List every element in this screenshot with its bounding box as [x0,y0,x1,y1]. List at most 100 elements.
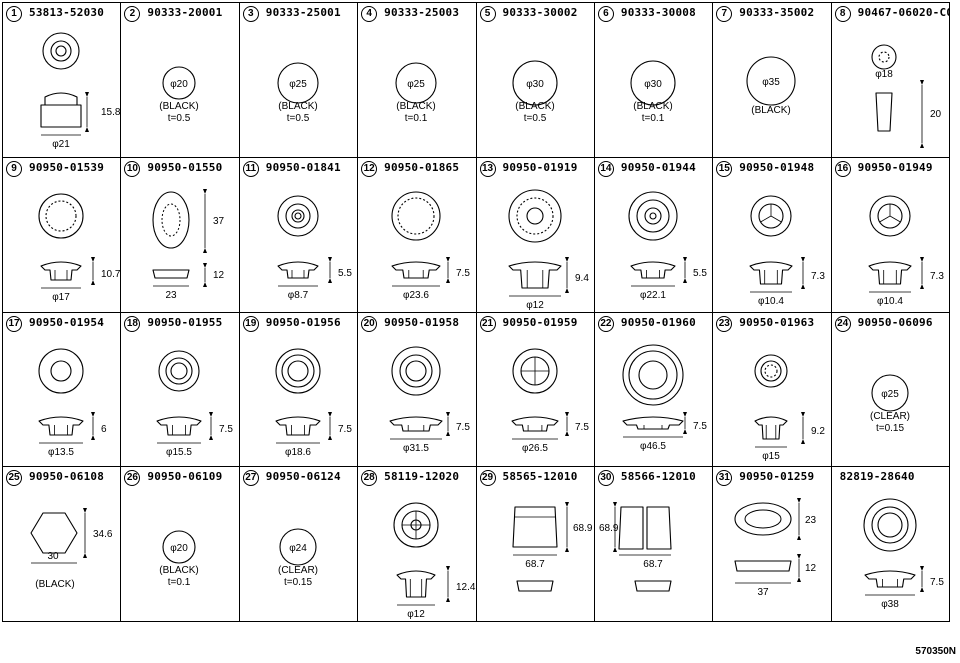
part-dimension-label: (BLACK) [278,101,317,112]
part-drawing: φ35(BLACK) [746,56,796,116]
part-number: 90950-06109 [147,470,223,484]
arrow-head [446,430,451,436]
side-profile [389,415,443,432]
arrow-head [919,566,924,572]
side-profile [622,415,684,430]
part-dimension-label: 10.7 [101,269,121,280]
part-number: 58566-12010 [620,470,696,484]
part-drawing: φ20(BLACK)t=0.1 [160,530,199,588]
item-number: 10 [124,160,141,177]
part-dimension-label: φ20 [171,79,189,90]
arrow-head [327,277,332,283]
part-number: 90467-06020-C0 [857,6,950,19]
arrow-head [797,554,802,560]
part-dimension-label: φ30 [644,79,662,90]
part-dimension-label: 20 [930,109,942,120]
part-header: 8 90467-06020-C0 [832,3,949,23]
top-view-inner-ring [170,361,188,380]
part-dimension-label: 5.5 [338,268,352,279]
arrow-head [797,577,802,583]
arrow-head [612,502,617,508]
side-profile [510,415,559,432]
part-dimension-label: 7.5 [456,422,470,433]
item-number: 16 [834,160,851,177]
part-number: 90333-35002 [739,6,815,19]
arrow-head [85,127,89,132]
arrow-head [91,434,95,440]
part-dimension-label: 68.7 [643,559,663,570]
part-number: 53813-52030 [29,6,105,19]
part-dimension-label: 34.6 [93,529,113,540]
arrow-head [83,553,87,559]
side-profile [630,261,676,279]
arrow-head [564,411,569,417]
arrow-head [919,587,924,593]
arrow-head [209,434,214,440]
part-dimension-label: (BLACK) [35,579,74,590]
part-drawing: 68.968.7 [511,502,592,592]
side-profile [396,570,436,598]
part-dimension-label: (BLACK) [396,101,435,112]
item-number: 27 [242,470,259,487]
item-number: 3 [242,6,259,22]
part-dimension-label: 5.5 [693,268,707,279]
part-number: 90950-01949 [857,160,933,174]
part-number: 90950-01259 [739,470,815,484]
side-profile [277,261,319,279]
arrow-head [446,277,451,283]
washer-outline [511,60,558,106]
part-drawing-group: φ25(BLACK)t=0.1 [395,62,437,124]
side-profile [40,261,82,281]
arrow-head [919,283,924,289]
item-number: 22 [597,315,614,332]
top-view-inner-ring [287,359,309,382]
top-view-inner-ring [649,212,657,220]
part-dimension-label: 12 [213,270,225,281]
arrow-head [203,247,208,253]
part-dimension-label: 7.5 [693,421,707,432]
part-drawing: φ25(BLACK)t=0.1 [395,62,437,124]
side-profile [507,261,562,289]
arrow-head [446,256,451,262]
part-drawing-group: 5.5φ8.7 [277,195,352,301]
part-dimension-label: 37 [758,587,770,598]
part-dimension-label: φ24 [289,543,307,554]
part-dimension-label: 7.5 [930,577,944,588]
part-dimension-label: 6 [101,424,107,435]
cover-left [618,506,644,550]
item-number: 8 [834,6,851,22]
arrow-head [797,535,802,541]
top-view-inner-ring [397,197,435,235]
part-dimension-label: 12.4 [456,582,476,593]
side-profile [734,560,792,572]
arrow-head [91,411,95,417]
side-profile [749,261,793,285]
